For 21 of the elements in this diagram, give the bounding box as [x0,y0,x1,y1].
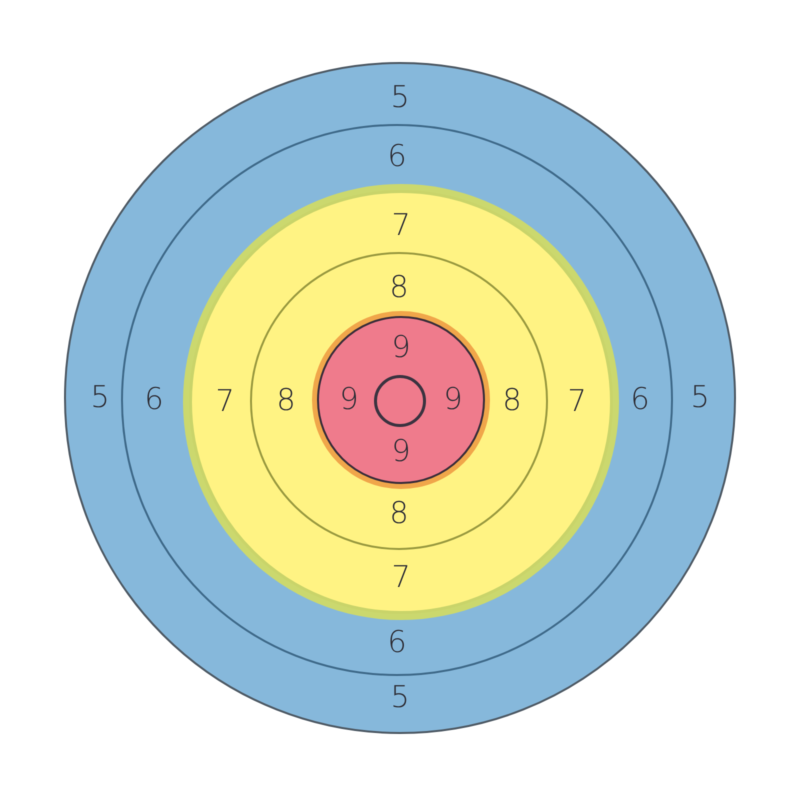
score-number: 6 [143,384,165,416]
score-number: 6 [386,627,408,659]
score-number: 5 [389,82,411,114]
score-number: 9 [442,384,464,416]
score-number: 8 [501,385,523,417]
score-number: 9 [390,436,412,468]
score-number: 7 [214,386,236,418]
score-number: 8 [388,272,410,304]
score-number: 5 [389,682,411,714]
score-number: 7 [566,386,588,418]
score-number: 6 [629,384,651,416]
score-number: 7 [390,562,412,594]
center-circle [374,375,426,427]
score-number: 5 [689,382,711,414]
score-number: 8 [275,385,297,417]
score-number: 6 [386,141,408,173]
score-number: 5 [89,382,111,414]
score-number: 9 [390,332,412,364]
score-number: 9 [338,384,360,416]
score-number: 8 [388,498,410,530]
score-number: 7 [390,210,412,242]
